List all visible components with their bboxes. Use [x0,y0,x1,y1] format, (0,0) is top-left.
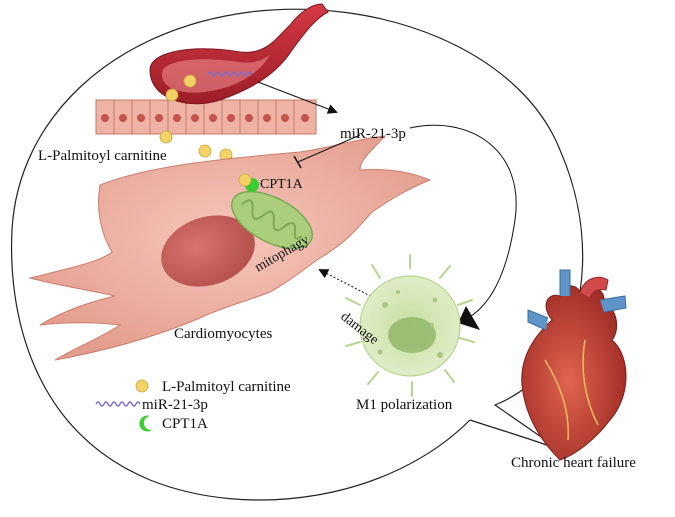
lpc-dot [198,144,212,158]
legend-cpt1a-label: CPT1A [162,416,208,432]
lpc-dot [183,74,197,88]
lpc-dot [165,88,179,102]
legend-mirna-icon [95,401,141,407]
legend-cpt1a-icon [139,415,152,432]
label-mirna-top: miR-21-3p [340,126,406,142]
lpc-dot [159,130,173,144]
label-cpt1a-top: CPT1A [260,177,304,192]
arrow-vessel-to-mirna [257,81,338,114]
endothelium-row [95,99,317,135]
label-m1: M1 polarization [356,397,453,413]
lpc-dot [238,173,252,187]
arrow-damage [318,269,379,301]
mirna-wave-icon [207,71,253,77]
legend-lpc-icon [135,379,149,393]
heart-icon [521,269,627,461]
label-chf: Chronic heart failure [511,455,636,471]
inhibition-line [297,134,361,163]
arrow-mirna-to-macrophage [409,124,517,319]
legend-lpc-label: L-Palmitoyl carnitine [162,379,291,395]
label-lpc-top: L-Palmitoyl carnitine [38,148,167,164]
nucleus [161,215,255,287]
macrophage-icon [345,254,475,397]
legend-mirna-label: miR-21-3p [142,397,208,413]
arrowhead-macrophage [458,306,480,330]
mitochondrion-icon [231,190,313,250]
label-cardiomyocytes: Cardiomyocytes [174,326,272,342]
